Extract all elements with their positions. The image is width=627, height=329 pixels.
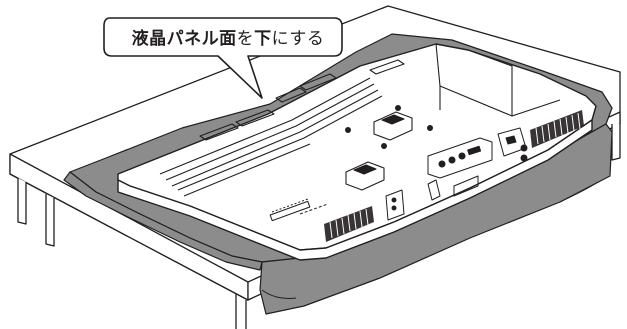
tv-back-panel	[117, 43, 597, 261]
callout-label: 液晶パネル面を下にする	[112, 22, 344, 50]
table-leg-center	[235, 294, 247, 329]
table-leg-left	[17, 178, 27, 225]
table-leg-far-right	[611, 124, 621, 161]
callout-text-segment: 下	[254, 28, 272, 49]
label-marks	[269, 198, 311, 222]
callout-text-segment: 液晶パネル面	[131, 28, 237, 49]
vesa-mount-area	[345, 111, 413, 191]
terminal-panel	[385, 127, 528, 221]
screw-hole-4	[381, 143, 387, 149]
screw-holes	[345, 105, 433, 149]
tv-right-bevel	[435, 43, 561, 117]
screw-hole-3	[427, 125, 433, 131]
screw-hole-1	[345, 127, 351, 133]
callout-outline	[103, 17, 343, 99]
cloth-wrinkle	[261, 181, 599, 299]
table-leg-mid-left	[45, 194, 55, 247]
tv-body-edge	[117, 119, 593, 261]
callout-text-segment: にする	[271, 28, 325, 49]
cloth-left-fold	[63, 171, 263, 271]
tv-back-details	[299, 175, 479, 215]
callout-bubble	[103, 17, 343, 99]
callout-text-segment: を	[236, 28, 255, 49]
screw-hole-2	[395, 105, 401, 111]
vent-stripes	[329, 112, 581, 239]
tv-back-ribs	[159, 59, 405, 197]
